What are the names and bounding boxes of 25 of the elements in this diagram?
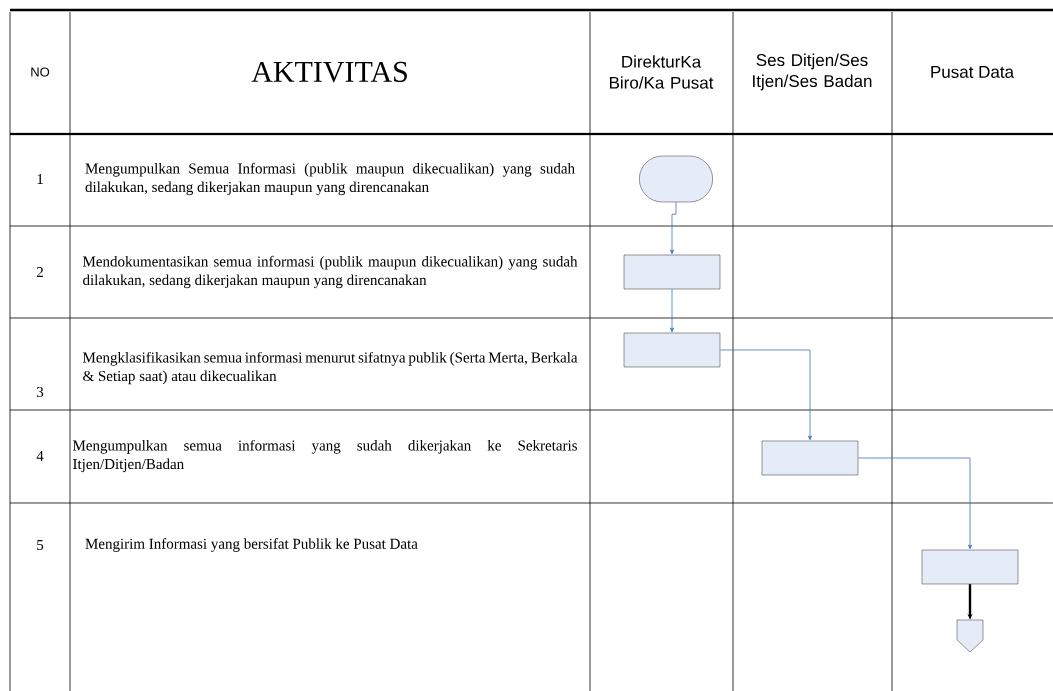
row-number: 5 [37,540,44,550]
header-cell: Pusat Data [931,66,1015,78]
off-page-connector [956,619,984,653]
activity-text: Mengumpulkan semua informasi yang sudah dikerjakan ke Sekretaris Itjen/Ditjen/Badan [72,439,577,473]
row-number: 1 [37,174,43,184]
row-number: 2 [36,267,43,277]
process-box [623,254,721,290]
header-cell: DirekturKa Biro/Ka Pusat [609,55,714,89]
rounded-terminal [639,155,713,203]
activity-text: Mengirim Informasi yang bersifat Publik ke Pusat Data [85,538,418,552]
process-box [761,440,859,476]
process-box [623,332,721,368]
activity-text: Mengumpulkan Semua Informasi (publik maupun dikecualikan) yang sudah dilakukan, sedang dikerjakan maupun yang direncanakan [85,162,575,196]
process-box [921,549,1019,585]
arrow [670,201,677,255]
row-number: 3 [37,386,44,398]
arrow [719,349,812,441]
header-cell: AKTIVITAS [251,61,407,83]
arrow [857,457,972,550]
header-cell: Ses Ditjen/Ses Itjen/Ses Badan [753,53,872,91]
arrow [670,288,674,333]
activity-text: Mengklasifikasikan semua informasi menurut sifatnya publik (Serta Merta, Berkala & Setiap saat) atau dikecualikan [82,351,578,385]
header-cell: NO [31,67,50,77]
activity-text: Mendokumentasikan semua informasi (publik maupun dikecualikan) yang sudah dilakukan, sedang dikerjakan maupun yang direncanakan [82,255,578,289]
row-number: 4 [36,451,44,461]
